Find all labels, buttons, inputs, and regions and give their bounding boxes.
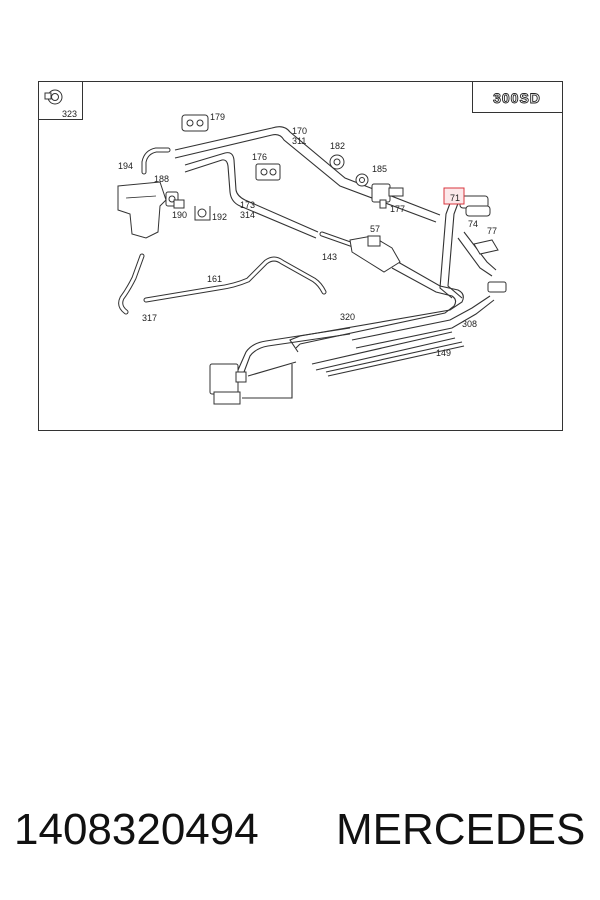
callout-170: 170 bbox=[292, 126, 307, 136]
callout-311: 311 bbox=[292, 136, 306, 146]
callout-179: 179 bbox=[210, 112, 225, 122]
part-number: 1408320494 bbox=[14, 805, 259, 854]
part-57-icon bbox=[349, 235, 401, 273]
callout-317: 317 bbox=[142, 313, 157, 323]
clamp-323-icon bbox=[44, 89, 63, 105]
callout-320: 320 bbox=[340, 312, 355, 322]
callout-192: 192 bbox=[212, 212, 227, 222]
vacuum-module-icon bbox=[209, 363, 247, 405]
callout-188: 188 bbox=[154, 174, 169, 184]
callout-71: 71 bbox=[450, 193, 460, 203]
reservoir-icon bbox=[117, 181, 167, 239]
inset-box bbox=[38, 81, 83, 120]
callout-194: 194 bbox=[118, 161, 133, 171]
part-192-icon bbox=[194, 206, 211, 221]
callout-57: 57 bbox=[370, 224, 380, 234]
callout-74: 74 bbox=[468, 219, 478, 229]
part-182-icon bbox=[329, 154, 345, 170]
callout-323: 323 bbox=[62, 109, 77, 119]
callout-161: 161 bbox=[207, 274, 222, 284]
callout-308: 308 bbox=[462, 319, 477, 329]
part-179-icon bbox=[181, 114, 209, 132]
callout-143: 143 bbox=[322, 252, 337, 262]
callout-176: 176 bbox=[252, 152, 267, 162]
highlight-71 bbox=[443, 187, 465, 205]
model-badge-box bbox=[472, 81, 563, 113]
part-74-icon bbox=[459, 195, 491, 217]
diagram-frame bbox=[38, 81, 563, 431]
callout-77: 77 bbox=[487, 226, 497, 236]
brand-name: MERCEDES bbox=[336, 805, 586, 854]
callout-185: 185 bbox=[372, 164, 387, 174]
callout-190: 190 bbox=[172, 210, 187, 220]
part-176-icon bbox=[255, 163, 281, 181]
callout-149: 149 bbox=[436, 348, 451, 358]
callout-173: 173 bbox=[240, 200, 255, 210]
model-badge: 300SD bbox=[493, 90, 541, 106]
part-190-icon bbox=[173, 199, 185, 209]
callout-314: 314 bbox=[240, 210, 255, 220]
part-308-icon bbox=[487, 281, 507, 293]
callout-177: 177 bbox=[390, 204, 405, 214]
part-77-icon bbox=[473, 239, 499, 255]
callout-182: 182 bbox=[330, 141, 345, 151]
part-177-icon bbox=[371, 183, 404, 209]
part-185-icon bbox=[355, 173, 369, 187]
